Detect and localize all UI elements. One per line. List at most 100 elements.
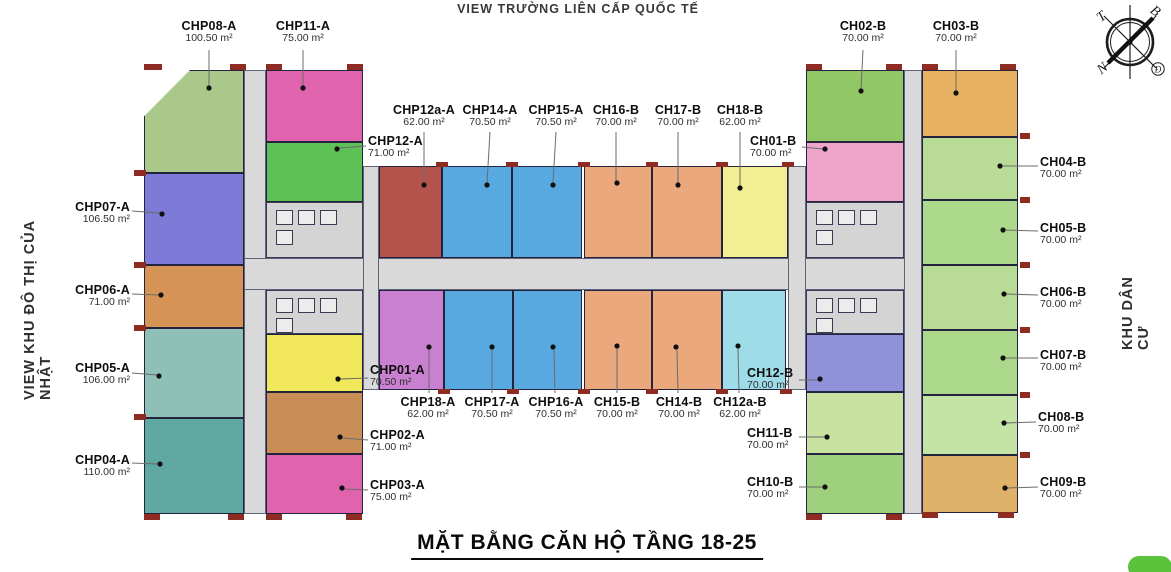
unit-CHP01-A <box>266 334 363 392</box>
balcony-accent <box>646 162 658 167</box>
balcony-accent <box>578 162 590 167</box>
unit-CHP08-A <box>144 70 244 173</box>
balcony-accent <box>134 170 146 176</box>
unit-CHP06-A <box>144 265 244 328</box>
balcony-accent <box>134 414 146 420</box>
balcony-accent <box>646 389 658 394</box>
balcony-accent <box>134 325 146 331</box>
balcony-accent <box>1020 452 1030 458</box>
elevator-box <box>276 318 293 333</box>
unit-CH15-B <box>584 290 652 390</box>
balcony-accent <box>134 262 146 268</box>
balcony-accent <box>578 389 590 394</box>
unit-CH03-B <box>922 70 1018 137</box>
balcony-accent <box>782 162 794 167</box>
balcony-accent <box>347 64 363 70</box>
compass-icon: T B N Đ <box>1094 3 1165 79</box>
balcony-accent <box>922 64 938 70</box>
balcony-accent <box>1020 327 1030 333</box>
unit-CH01-B <box>806 142 904 202</box>
unit-CHP14-A <box>442 166 512 258</box>
unit-CHP04-A <box>144 418 244 514</box>
unit-CH11-B <box>806 392 904 454</box>
unit-CH07-B <box>922 330 1018 395</box>
unit-CHP07-A <box>144 173 244 265</box>
unit-CH17-B <box>652 166 722 258</box>
unit-CHP18-A <box>379 290 444 390</box>
balcony-accent <box>230 64 246 70</box>
unit-CHP17-A <box>444 290 513 390</box>
balcony-accent <box>228 514 244 520</box>
unit-CHP16-A <box>513 290 582 390</box>
elevator-box <box>298 298 315 313</box>
unit-CH05-B <box>922 200 1018 265</box>
elevator-box <box>276 298 293 313</box>
unit-CHP02-A <box>266 392 363 454</box>
unit-CHP12-A <box>266 142 363 202</box>
balcony-accent <box>780 389 792 394</box>
sheet-title: MẶT BẰNG CĂN HỘ TẦNG 18-25 <box>411 531 763 560</box>
balcony-accent <box>998 512 1014 518</box>
balcony-accent <box>436 162 448 167</box>
elevator-box <box>298 210 315 225</box>
elevator-box <box>838 298 855 313</box>
balcony-accent <box>506 162 518 167</box>
right-view-label: KHU DÂN CƯ <box>1120 276 1152 350</box>
elevator-box <box>838 210 855 225</box>
balcony-accent <box>507 389 519 394</box>
balcony-accent <box>266 64 282 70</box>
balcony-accent <box>1020 392 1030 398</box>
unit-CHP12a-A <box>379 166 442 258</box>
unit-CHP03-A <box>266 454 363 514</box>
chat-button[interactable] <box>1128 556 1171 572</box>
unit-CH12-B <box>806 334 904 392</box>
top-view-label: VIEW TRƯỜNG LIÊN CẤP QUỐC TẾ <box>457 2 699 16</box>
balcony-accent <box>716 162 728 167</box>
connector-left <box>363 166 379 390</box>
compass-letter-north: B <box>1147 3 1163 20</box>
balcony-accent <box>806 514 822 520</box>
unit-CH08-B <box>922 395 1018 455</box>
balcony-accent <box>144 514 160 520</box>
unit-CHP05-A <box>144 328 244 418</box>
elevator-box <box>816 298 833 313</box>
elevator-box <box>816 230 833 245</box>
core-left-upper <box>266 202 363 258</box>
corridor-right <box>904 70 922 514</box>
core-right-upper <box>806 202 904 258</box>
balcony-accent <box>886 514 902 520</box>
corridor-arm <box>244 258 922 290</box>
elevator-box <box>276 230 293 245</box>
unit-CH06-B <box>922 265 1018 330</box>
compass-letter-east: Đ <box>1154 65 1162 75</box>
unit-CH14-B <box>652 290 722 390</box>
balcony-accent <box>716 389 728 394</box>
balcony-accent <box>1000 64 1016 70</box>
elevator-box <box>320 298 337 313</box>
unit-CH18-B <box>722 166 788 258</box>
elevator-box <box>816 318 833 333</box>
balcony-accent <box>144 64 162 70</box>
connector-right <box>788 166 806 390</box>
